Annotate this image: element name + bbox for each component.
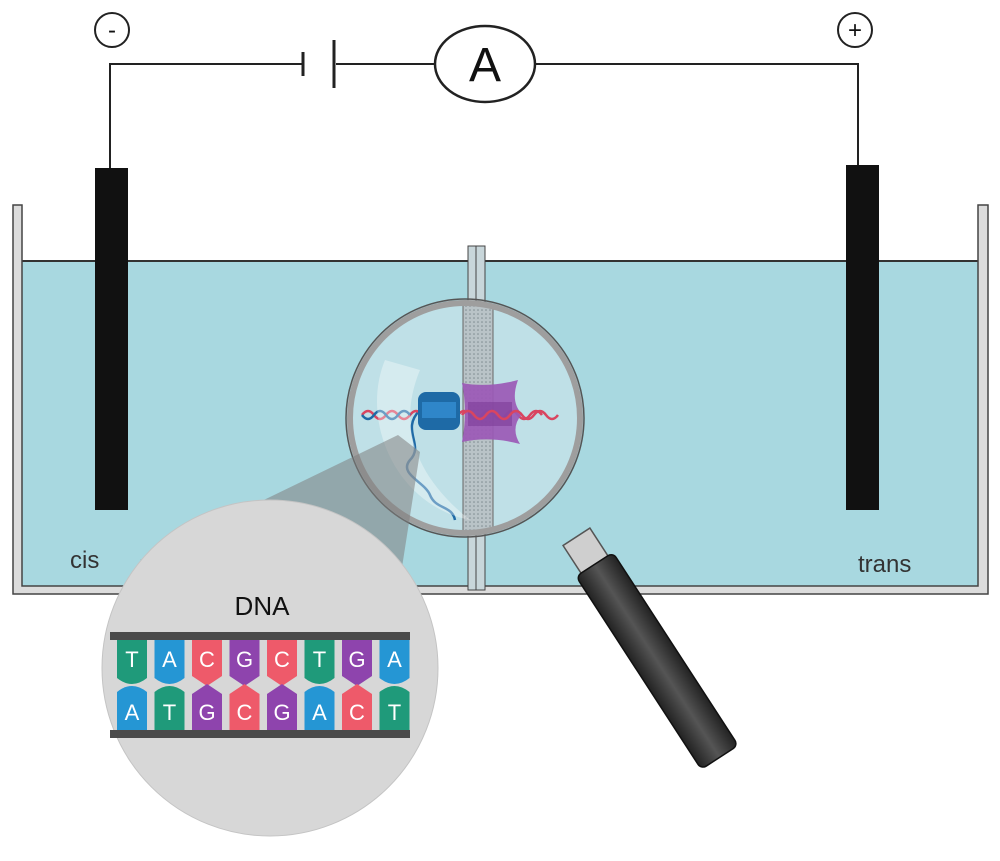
backbone-bottom <box>110 730 410 738</box>
bottom-base-3 <box>229 684 260 730</box>
bottom-base-5 <box>304 686 335 730</box>
top-base-2 <box>192 640 222 686</box>
ammeter-label: A <box>469 39 501 92</box>
top-base-4 <box>267 640 297 686</box>
bottom-base-letter-6: C <box>349 700 365 725</box>
top-base-0 <box>117 640 147 684</box>
top-base-1 <box>154 640 185 684</box>
cis-label: cis <box>70 547 99 574</box>
top-base-letter-7: A <box>387 647 402 672</box>
bottom-base-4 <box>267 684 297 730</box>
positive-terminal: + <box>837 12 873 48</box>
circuit-wires <box>109 63 859 168</box>
negative-terminal: - <box>94 12 130 48</box>
magnifying-glass-icon <box>345 298 737 768</box>
bottom-base-letter-4: G <box>273 700 290 725</box>
top-base-letter-3: G <box>236 647 253 672</box>
bottom-base-1 <box>154 686 185 730</box>
top-base-6 <box>342 640 372 686</box>
bottom-base-6 <box>342 684 372 730</box>
top-base-7 <box>379 640 410 684</box>
bottom-base-letter-0: A <box>125 700 140 725</box>
top-base-letter-0: T <box>125 647 138 672</box>
ammeter-icon: A <box>433 24 537 104</box>
top-base-3 <box>229 640 260 686</box>
lens-view <box>352 305 578 531</box>
backbone-top <box>110 632 410 640</box>
positive-symbol: + <box>848 17 862 44</box>
top-base-letter-6: G <box>348 647 365 672</box>
top-base-letter-5: T <box>313 647 326 672</box>
trans-label: trans <box>858 551 911 578</box>
bottom-base-0 <box>117 686 147 730</box>
top-base-5 <box>304 640 335 684</box>
bottom-base-letter-7: T <box>388 700 401 725</box>
dna-title: DNA <box>235 591 291 621</box>
motor-protein <box>418 392 460 430</box>
dna-helix-blue <box>361 409 411 421</box>
negative-symbol: - <box>108 17 116 44</box>
bottom-base-letter-2: G <box>198 700 215 725</box>
top-base-letter-2: C <box>199 647 215 672</box>
top-base-letter-4: C <box>274 647 290 672</box>
top-base-letter-1: A <box>162 647 177 672</box>
bottom-base-letter-3: C <box>237 700 253 725</box>
lens-rim <box>347 300 583 536</box>
bottom-base-letter-5: A <box>312 700 327 725</box>
cis-electrode <box>95 168 128 510</box>
bottom-base-7 <box>379 686 410 730</box>
battery-icon <box>301 40 336 88</box>
trans-electrode <box>846 165 879 510</box>
bottom-base-letter-1: T <box>163 700 176 725</box>
bottom-base-2 <box>192 684 222 730</box>
